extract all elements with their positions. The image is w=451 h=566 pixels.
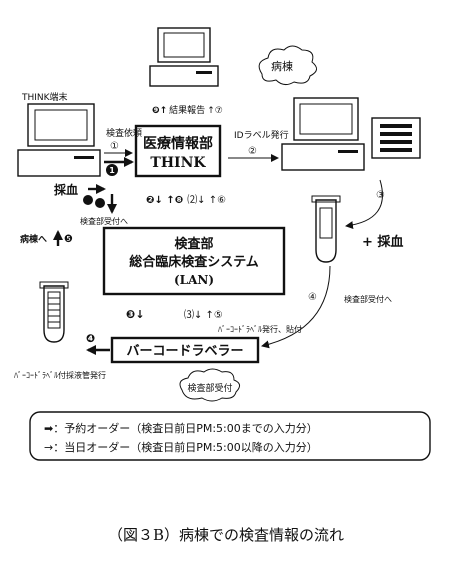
steps-lower: ⑶↓ ↑⑤: [184, 308, 223, 321]
step-1-filled: [106, 164, 118, 176]
result-report-label: ❾↑結果報告↑⑦: [152, 104, 223, 116]
lab-receive-right: 検査部受付へ: [344, 294, 392, 304]
legend-box: ➡：予約オーダー（検査日前日PM:5:00までの入力分） →：当日オーダー（検査…: [29, 411, 431, 461]
step4-black: ❹: [86, 332, 95, 345]
lab-receive-left: 検査部受付へ: [80, 216, 128, 226]
ward-label-top: 病棟: [271, 59, 293, 73]
svg-text:1: 1: [109, 166, 115, 175]
order-label: 検査依頼: [106, 127, 142, 139]
test-tube-icon-left: [39, 281, 69, 343]
step-3-filled: ❸↓: [126, 308, 145, 321]
think-box-line2: THINK: [150, 155, 206, 171]
legend-row-reserved: ➡：予約オーダー（検査日前日PM:5:00までの入力分）: [44, 421, 318, 435]
barcode-labeler-box: バーコードラベラー: [110, 336, 260, 364]
test-tube-icon-right: [311, 195, 341, 263]
think-terminal-label: THINK端末: [21, 91, 68, 103]
id-label-num: ②: [248, 146, 257, 157]
lab-box-line3: (LAN): [174, 273, 214, 287]
id-label-text: IDラベル発行: [234, 129, 289, 141]
order-num: ①: [110, 141, 119, 152]
arrow-step-4: [261, 265, 331, 349]
lab-system-box: 検査部 総合臨床検査システム (LAN): [102, 226, 286, 296]
step-7-filled: [95, 198, 105, 208]
lab-reception-cloud: 検査部受付: [179, 368, 240, 402]
lab-box-line2: 総合臨床検査システム: [129, 254, 259, 270]
step3-num: ③: [376, 190, 385, 201]
plus-draw-label: + 採血: [362, 234, 403, 250]
figure-caption: （図３B）病棟での検査情報の流れ: [108, 526, 344, 544]
computer-icon-top: [149, 27, 219, 87]
barcode-issue-label: ﾊﾞｰｺｰﾄﾞﾗﾍﾞﾙ発行、貼付: [218, 324, 302, 334]
legend-row-sameday: →：当日オーダー（検査日前日PM:5:00以降の入力分）: [44, 440, 318, 454]
blood-draw-label: 採血: [54, 182, 78, 197]
computer-icon-right: [281, 97, 365, 171]
step4-num: ④: [308, 292, 317, 303]
barcode-printer-icon: [371, 117, 421, 159]
ward-to-label: 病棟へ: [20, 233, 47, 245]
ward-cloud-top: 病棟: [258, 45, 317, 86]
ward-to-num: ❺: [64, 234, 73, 245]
barcode-box-label: バーコードラベラー: [126, 344, 243, 359]
barcode-tube-label: ﾊﾞｰｺｰﾄﾞﾗﾍﾞﾙ付採液管発行: [14, 370, 106, 380]
lab-box-line1: 検査部: [174, 236, 213, 252]
computer-icon-left: [17, 103, 101, 177]
step-6-filled: [83, 195, 93, 205]
think-box-line1: 医療情報部: [143, 135, 213, 152]
lab-reception-label: 検査部受付: [187, 382, 232, 394]
think-box: 医療情報部 THINK: [134, 124, 222, 178]
arrow-step-3: [345, 179, 383, 230]
steps-mid: ❷↓ ↑❽⑵↓ ↑⑥: [146, 193, 226, 206]
